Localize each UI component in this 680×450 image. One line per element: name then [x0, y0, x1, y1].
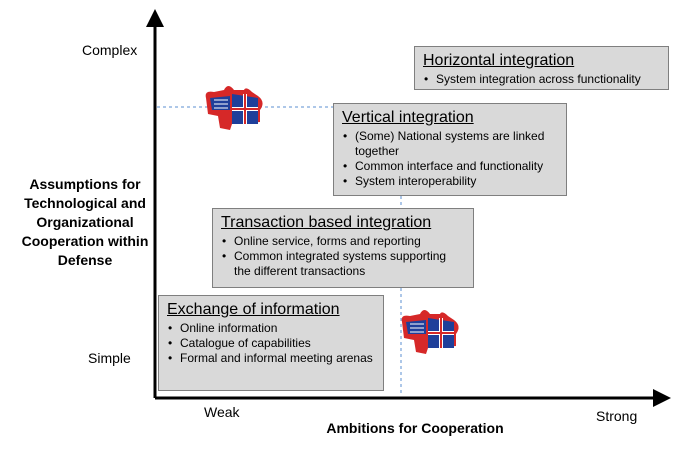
list-item: Online service, forms and reporting	[221, 234, 465, 249]
level-box-horizontal: Horizontal integration System integratio…	[414, 46, 669, 90]
x-left-label: Weak	[204, 404, 240, 420]
level-items: Online information Catalogue of capabili…	[167, 321, 375, 366]
level-title: Vertical integration	[342, 109, 474, 126]
level-title: Horizontal integration	[423, 52, 575, 69]
level-box-vertical: Vertical integration (Some) National sys…	[333, 103, 567, 196]
list-item: Formal and informal meeting arenas	[167, 351, 375, 366]
level-items: System integration across functionality	[423, 72, 660, 87]
list-item: Common interface and functionality	[342, 159, 558, 174]
list-item: Common integrated systems supporting the…	[221, 249, 465, 279]
x-right-label: Strong	[596, 408, 638, 424]
list-item: Online information	[167, 321, 375, 336]
flag-puzzle-icon	[205, 86, 263, 130]
y-bottom-label: Simple	[88, 350, 131, 366]
level-items: Online service, forms and reporting Comm…	[221, 234, 465, 279]
level-title: Transaction based integration	[221, 214, 432, 231]
y-top-label: Complex	[82, 42, 138, 58]
level-box-exchange: Exchange of information Online informati…	[158, 295, 384, 391]
list-item: System integration across functionality	[423, 72, 660, 87]
x-axis-title: Ambitions for Cooperation	[326, 420, 504, 436]
flag-puzzle-icon	[401, 310, 459, 354]
level-items: (Some) National systems are linked toget…	[342, 129, 558, 189]
list-item: (Some) National systems are linked toget…	[342, 129, 558, 159]
list-item: System interoperability	[342, 174, 558, 189]
level-title: Exchange of information	[167, 301, 340, 318]
y-axis-title: Assumptions for Technological and Organi…	[21, 176, 149, 268]
level-box-transaction: Transaction based integration Online ser…	[212, 208, 474, 288]
list-item: Catalogue of capabilities	[167, 336, 375, 351]
